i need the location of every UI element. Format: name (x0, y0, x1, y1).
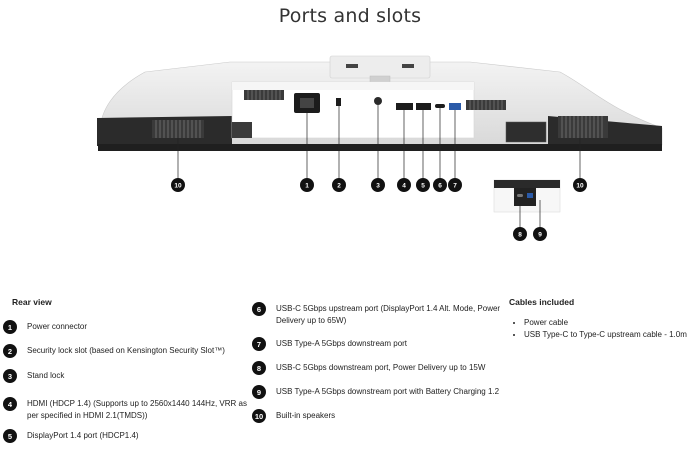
callout-label: 10 (174, 183, 182, 190)
item-number-badge: 6 (252, 302, 266, 316)
displayport-port (416, 103, 431, 110)
list-item: 2 Security lock slot (based on Kensingto… (3, 344, 243, 358)
callout-label: 7 (453, 183, 457, 190)
callout-badge: 10 (573, 178, 587, 192)
callout-badge: 1 (300, 178, 314, 192)
callout-badges: 10 1 2 3 4 5 6 7 10 8 9 (171, 178, 587, 241)
callout-label: 2 (337, 183, 341, 190)
list-item: 10 Built-in speakers (252, 409, 504, 423)
item-text: HDMI (HDCP 1.4) (Supports up to 2560x144… (27, 399, 247, 420)
callout-badge: 9 (533, 227, 547, 241)
list-item: 8 USB-C 5Gbps downstream port, Power Del… (252, 361, 504, 375)
callout-badge: 2 (332, 178, 346, 192)
callout-badge: 10 (171, 178, 185, 192)
callout-label: 3 (376, 183, 380, 190)
list-item: 5 DisplayPort 1.4 port (HDCP1.4) (3, 429, 243, 443)
stand-mount (329, 55, 431, 79)
callout-badge: 3 (371, 178, 385, 192)
usb-c-upstream-port (435, 104, 445, 108)
item-text: Stand lock (27, 371, 65, 380)
callout-badge: 7 (448, 178, 462, 192)
list-item: 3 Stand lock (3, 369, 243, 383)
callout-label: 4 (402, 183, 406, 190)
hdmi-port (396, 103, 413, 110)
item-number-badge: 8 (252, 361, 266, 375)
callout-label: 9 (538, 232, 542, 239)
item-text: DisplayPort 1.4 port (HDCP1.4) (27, 431, 139, 440)
item-number-badge: 7 (252, 337, 266, 351)
item-number-badge: 1 (3, 320, 17, 334)
item-number-badge: 3 (3, 369, 17, 383)
item-number-badge: 2 (3, 344, 17, 358)
callout-label: 5 (421, 183, 425, 190)
leader-lines (177, 105, 581, 228)
callout-label: 1 (305, 183, 309, 190)
callout-badge: 8 (513, 227, 527, 241)
callout-badge: 4 (397, 178, 411, 192)
item-text: Power connector (27, 322, 88, 331)
rear-view-title: Rear view (12, 297, 52, 307)
item-number-badge: 4 (3, 397, 17, 411)
callout-label: 8 (518, 232, 522, 239)
list-item: Power cable (524, 317, 687, 329)
list-item: 9 USB Type-A 5Gbps downstream port with … (252, 385, 504, 399)
list-item: 4 HDMI (HDCP 1.4) (Supports up to 2560x1… (3, 397, 247, 422)
callout-badge: 5 (416, 178, 430, 192)
callout-label: 6 (438, 183, 442, 190)
cables-included-title: Cables included (509, 297, 575, 307)
side-port-module (505, 121, 547, 143)
list-item: USB Type-C to Type-C upstream cable - 1.… (524, 329, 687, 341)
power-connector-port (294, 93, 320, 113)
item-text: USB Type-A 5Gbps downstream port with Ba… (276, 387, 500, 396)
item-text: Security lock slot (based on Kensington … (27, 346, 225, 355)
stand-lock (374, 97, 382, 105)
item-text: Built-in speakers (276, 411, 336, 420)
usb-a-downstream-port (449, 103, 461, 110)
item-text: USB Type-A 5Gbps downstream port (276, 339, 408, 348)
item-text: USB-C 5Gbps upstream port (DisplayPort 1… (276, 304, 501, 325)
item-text: USB-C 5Gbps downstream port, Power Deliv… (276, 363, 486, 372)
cables-list: Power cable USB Type-C to Type-C upstrea… (514, 317, 687, 341)
item-number-badge: 10 (252, 409, 266, 423)
page-title: Ports and slots (278, 5, 422, 27)
item-number-badge: 9 (252, 385, 266, 399)
item-number-badge: 5 (3, 429, 17, 443)
list-item: 1 Power connector (3, 320, 243, 334)
callout-badge: 6 (433, 178, 447, 192)
security-lock-slot (336, 98, 341, 106)
monitor-rear-diagram: 10 1 2 3 4 5 6 7 10 8 9 (97, 55, 663, 241)
list-item: 7 USB Type-A 5Gbps downstream port (252, 337, 504, 351)
list-item: 6 USB-C 5Gbps upstream port (DisplayPort… (252, 302, 504, 327)
callout-label: 10 (576, 183, 584, 190)
